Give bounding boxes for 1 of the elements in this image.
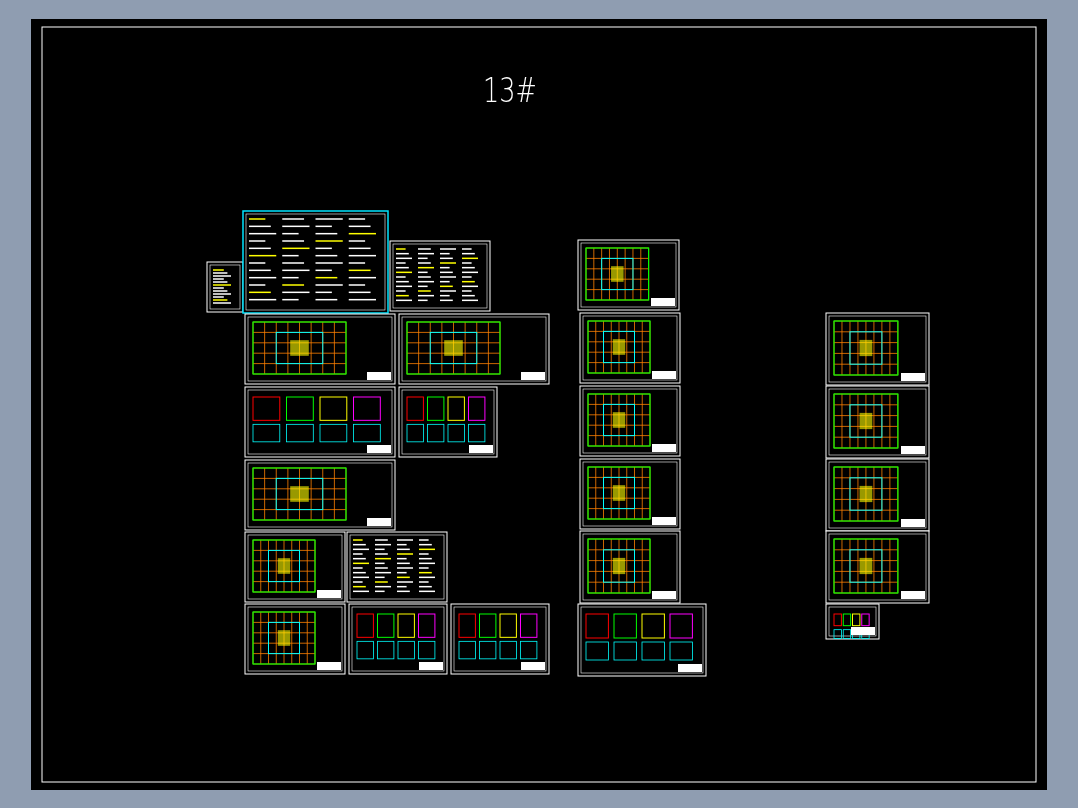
drawing-title: 13# — [482, 70, 538, 110]
